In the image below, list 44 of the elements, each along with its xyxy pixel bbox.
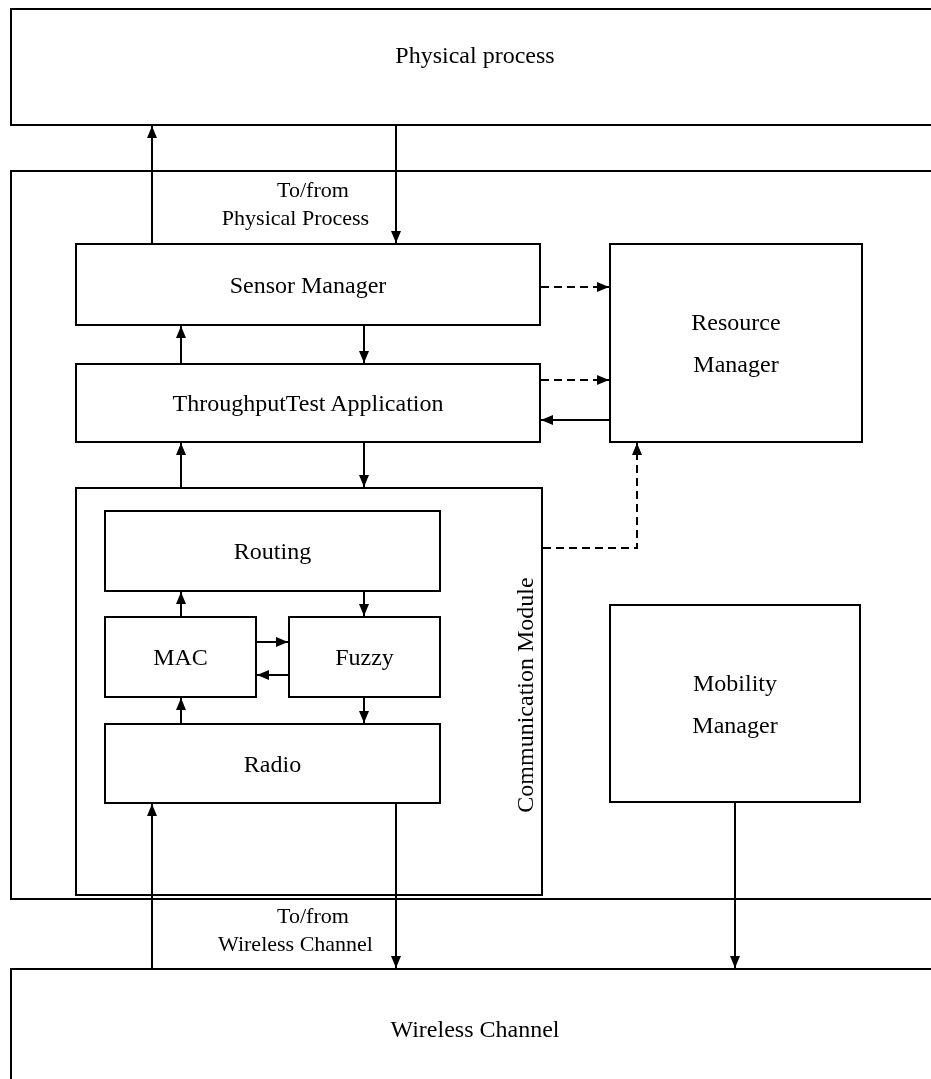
box-label: Mobility Manager bbox=[691, 668, 779, 740]
arrow bbox=[391, 125, 401, 244]
box-label: Sensor Manager bbox=[229, 270, 387, 300]
arrow bbox=[359, 697, 369, 724]
arrow bbox=[359, 442, 369, 488]
process-box bbox=[609, 604, 861, 803]
box-label: Resource Manager bbox=[690, 308, 782, 379]
process-box bbox=[75, 363, 541, 443]
process-box bbox=[288, 616, 441, 698]
box-label: Wireless Channel bbox=[390, 1015, 560, 1044]
process-box bbox=[104, 723, 441, 804]
arrow bbox=[391, 803, 401, 969]
arrow bbox=[730, 802, 740, 969]
frame-box bbox=[10, 170, 931, 900]
arrow bbox=[256, 670, 289, 680]
annotation-text: To/from Physical Process bbox=[220, 176, 371, 231]
process-box bbox=[75, 487, 543, 896]
arrow bbox=[359, 325, 369, 364]
arrow bbox=[540, 282, 610, 292]
process-box bbox=[104, 616, 257, 698]
arrow bbox=[542, 442, 642, 549]
box-label: Routing bbox=[233, 537, 312, 566]
box-label: Fuzzy bbox=[335, 643, 394, 672]
box-label: ThroughputTest Application bbox=[172, 389, 444, 418]
process-box bbox=[609, 243, 863, 443]
box-label: Physical process bbox=[395, 41, 555, 70]
process-box bbox=[104, 510, 441, 592]
arrow bbox=[176, 325, 186, 364]
arrow bbox=[176, 697, 186, 724]
process-box bbox=[10, 8, 931, 126]
box-label: MAC bbox=[153, 643, 208, 672]
arrow bbox=[256, 637, 289, 647]
box-label: Radio bbox=[243, 749, 302, 779]
arrow bbox=[540, 415, 610, 425]
box-label: Communication Module bbox=[511, 576, 539, 815]
process-box bbox=[10, 968, 931, 1079]
arrow bbox=[176, 591, 186, 617]
annotation-text: To/from Wireless Channel bbox=[217, 902, 374, 957]
arrow bbox=[540, 375, 610, 385]
arrow bbox=[147, 125, 157, 244]
arrow bbox=[147, 803, 157, 969]
process-box bbox=[75, 243, 541, 326]
arrow bbox=[176, 442, 186, 488]
arrow bbox=[359, 591, 369, 617]
